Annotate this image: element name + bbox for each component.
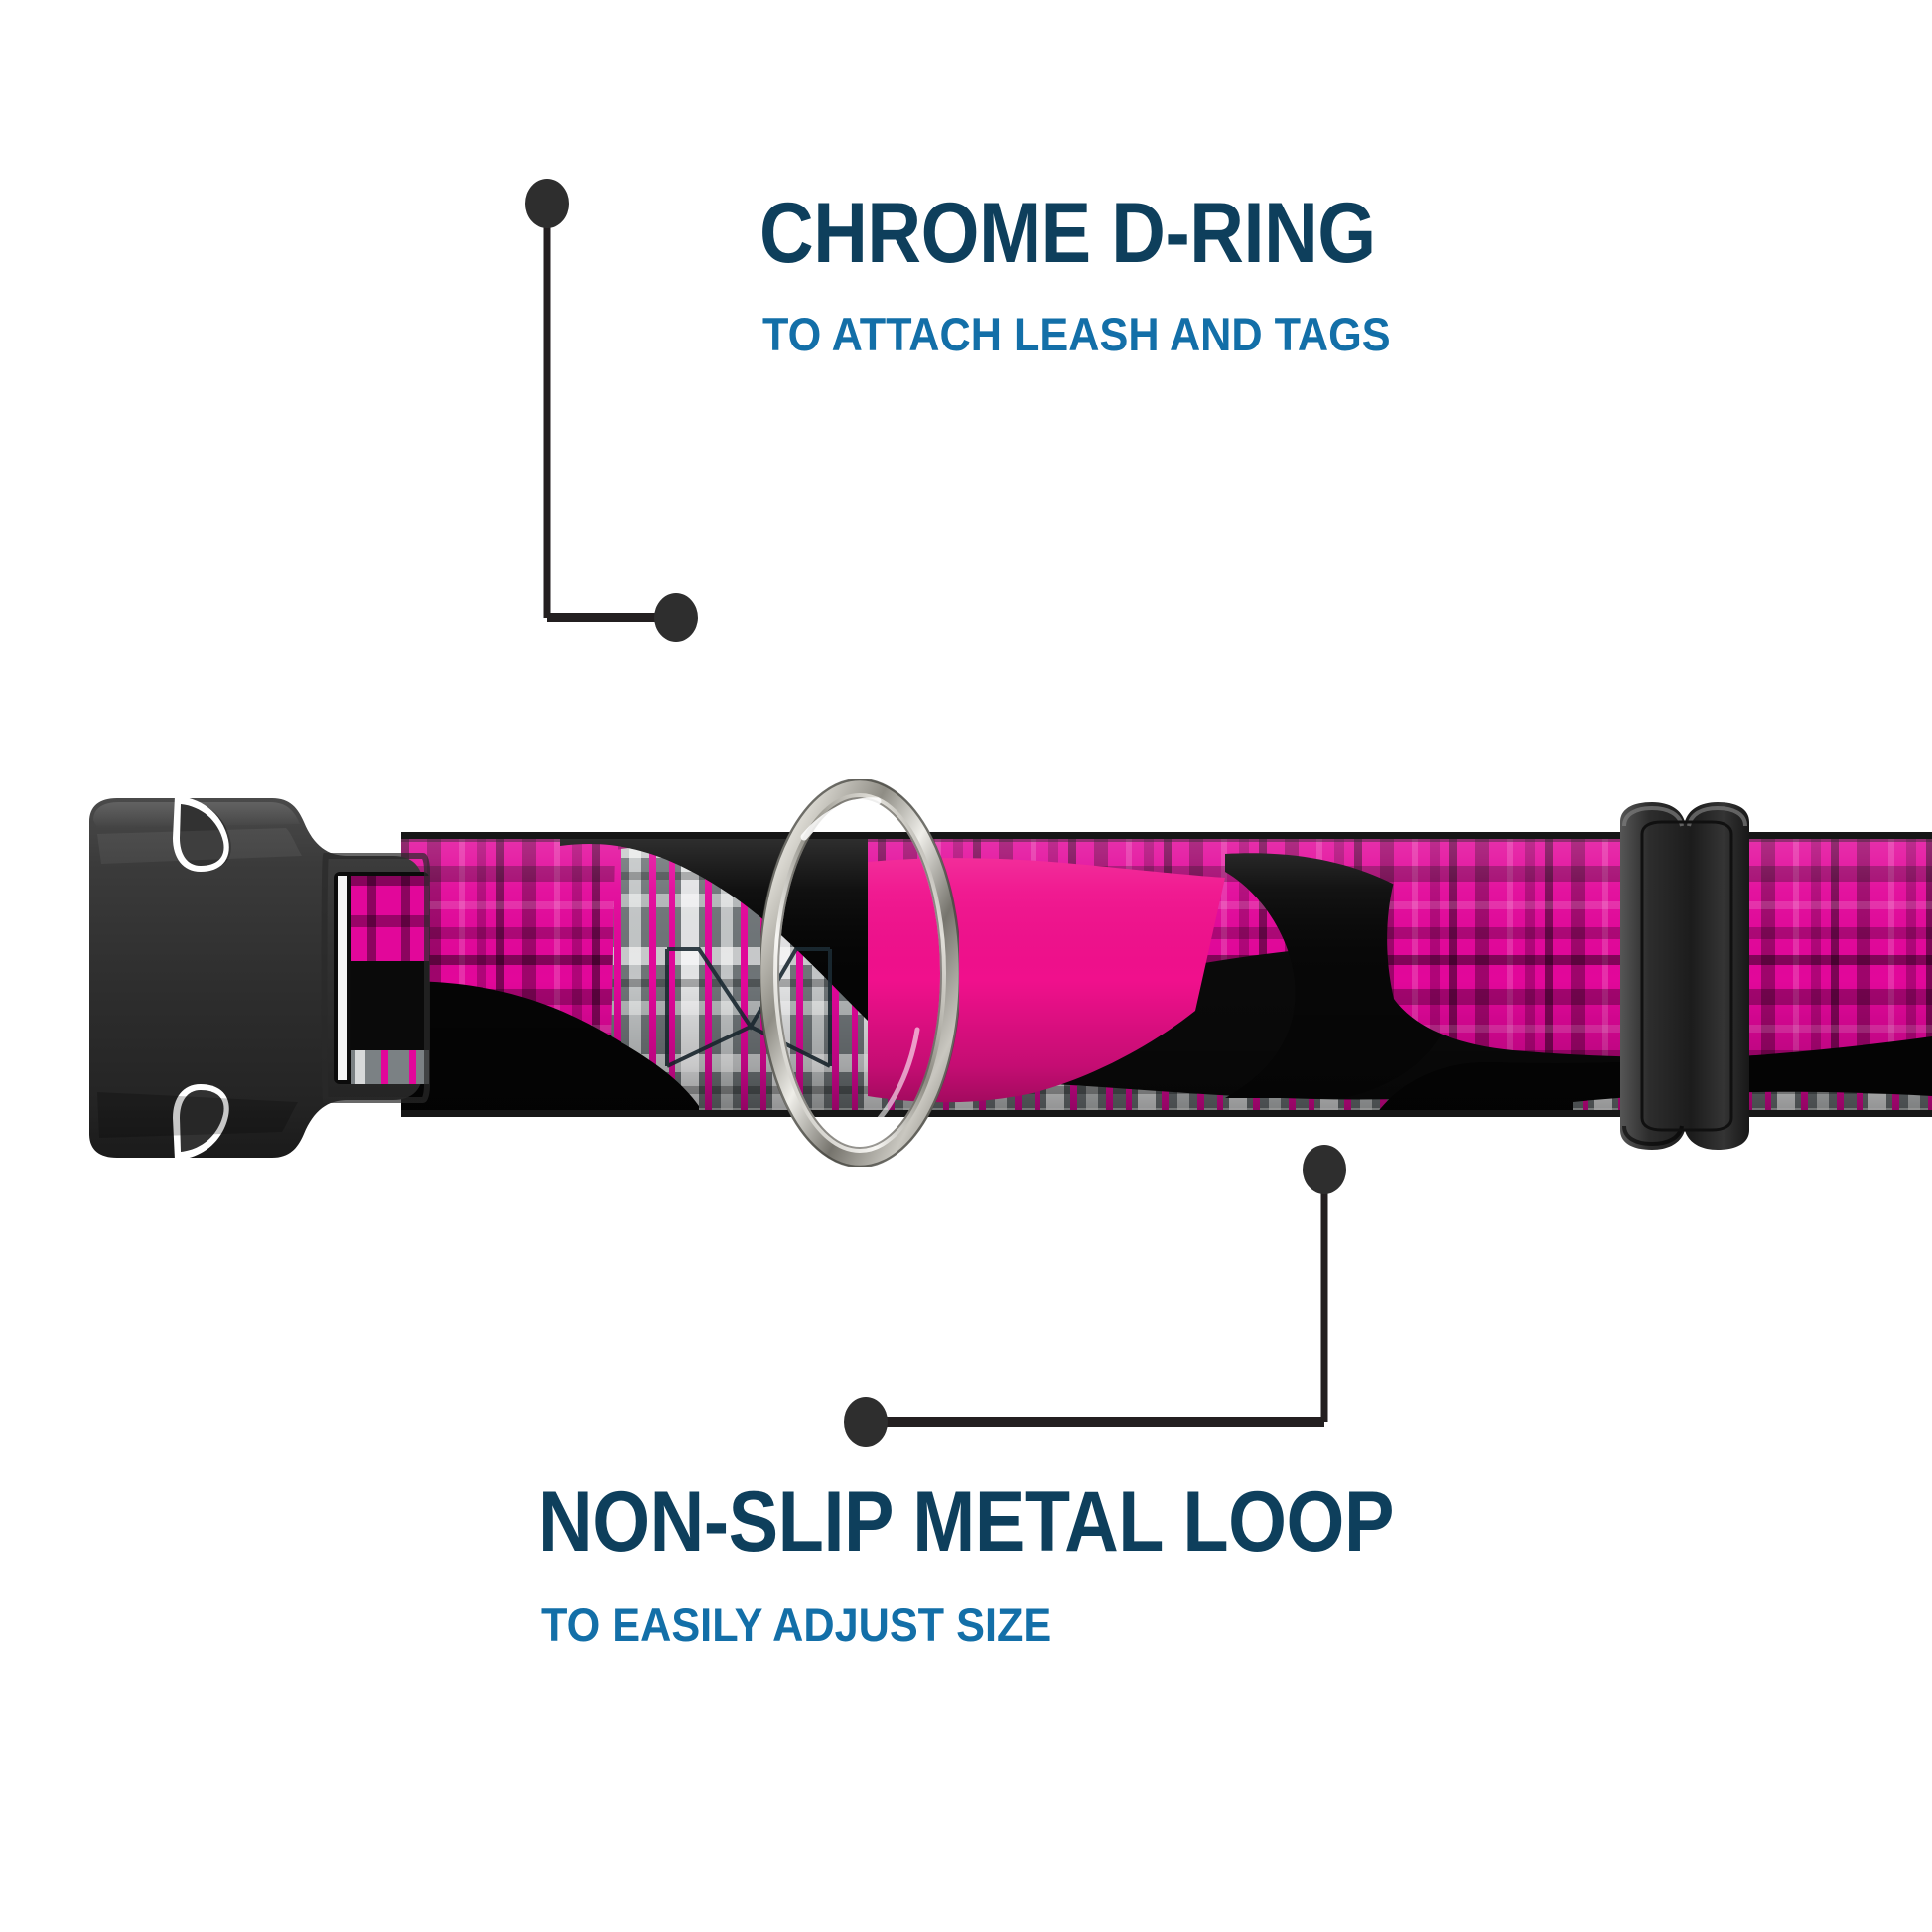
chrome-d-ring — [758, 777, 962, 1169]
d-ring-svg — [758, 777, 962, 1169]
side-release-buckle — [77, 794, 431, 1162]
non-slip-metal-loop — [1590, 802, 1779, 1150]
buckle-svg — [89, 796, 430, 1160]
metal-loop-window — [1640, 820, 1733, 1132]
callout-title-non-slip-metal-loop: NON-SLIP METAL LOOP — [538, 1474, 1395, 1570]
callout-subtitle-chrome-d-ring: TO ATTACH LEASH AND TAGS — [762, 308, 1391, 360]
metal-loop-svg — [1620, 802, 1749, 1150]
callout-subtitle-non-slip-metal-loop: TO EASILY ADJUST SIZE — [541, 1598, 1052, 1651]
callout-title-chrome-d-ring: CHROME D-RING — [759, 186, 1376, 281]
